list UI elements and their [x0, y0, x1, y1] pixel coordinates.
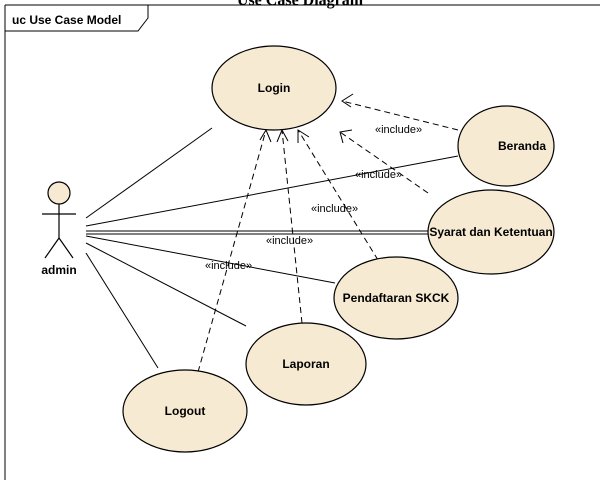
assoc-login — [85, 127, 213, 219]
include-syarat — [339, 131, 429, 194]
include-label-beranda: «include» — [375, 124, 422, 136]
associations — [85, 127, 459, 369]
include-label-syarat: «include» — [355, 169, 402, 181]
actor-label: admin — [41, 263, 76, 277]
assoc-logout — [85, 252, 159, 369]
use-case-syarat-label: Syarat dan Ketentuan — [429, 225, 552, 239]
assoc-pendaftaran — [85, 235, 336, 284]
include-laporan — [281, 129, 303, 324]
use-case-pendaftaran-label: Pendaftaran SKCK — [343, 291, 450, 305]
use-case-beranda[interactable]: Beranda — [457, 105, 555, 187]
use-case-laporan[interactable]: Laporan — [245, 322, 367, 406]
diagram-frame: uc Use Case Model — [4, 4, 600, 480]
stick-figure-icon — [42, 181, 76, 259]
use-case-logout-label: Logout — [165, 404, 206, 418]
use-case-logout[interactable]: Logout — [122, 369, 248, 453]
use-case-laporan-label: Laporan — [282, 357, 329, 371]
assoc-beranda — [85, 155, 459, 227]
include-dependencies: «include» «include» «include» «include» … — [197, 93, 459, 373]
include-logout — [197, 129, 267, 373]
use-case-beranda-label: Beranda — [498, 139, 546, 153]
use-case-syarat[interactable]: Syarat dan Ketentuan — [427, 189, 555, 275]
include-pendaftaran — [297, 129, 379, 261]
include-label-logout: «include» — [205, 260, 252, 272]
actor-admin[interactable]: admin — [41, 181, 77, 277]
use-case-pendaftaran[interactable]: Pendaftaran SKCK — [333, 256, 459, 340]
use-case-login-label: Login — [258, 81, 291, 95]
assoc-laporan — [85, 242, 247, 327]
include-label-laporan: «include» — [266, 235, 313, 247]
include-label-pendaftaran: «include» — [311, 203, 358, 215]
frame-label: uc Use Case Model — [12, 13, 121, 27]
use-case-login[interactable]: Login — [211, 45, 337, 131]
